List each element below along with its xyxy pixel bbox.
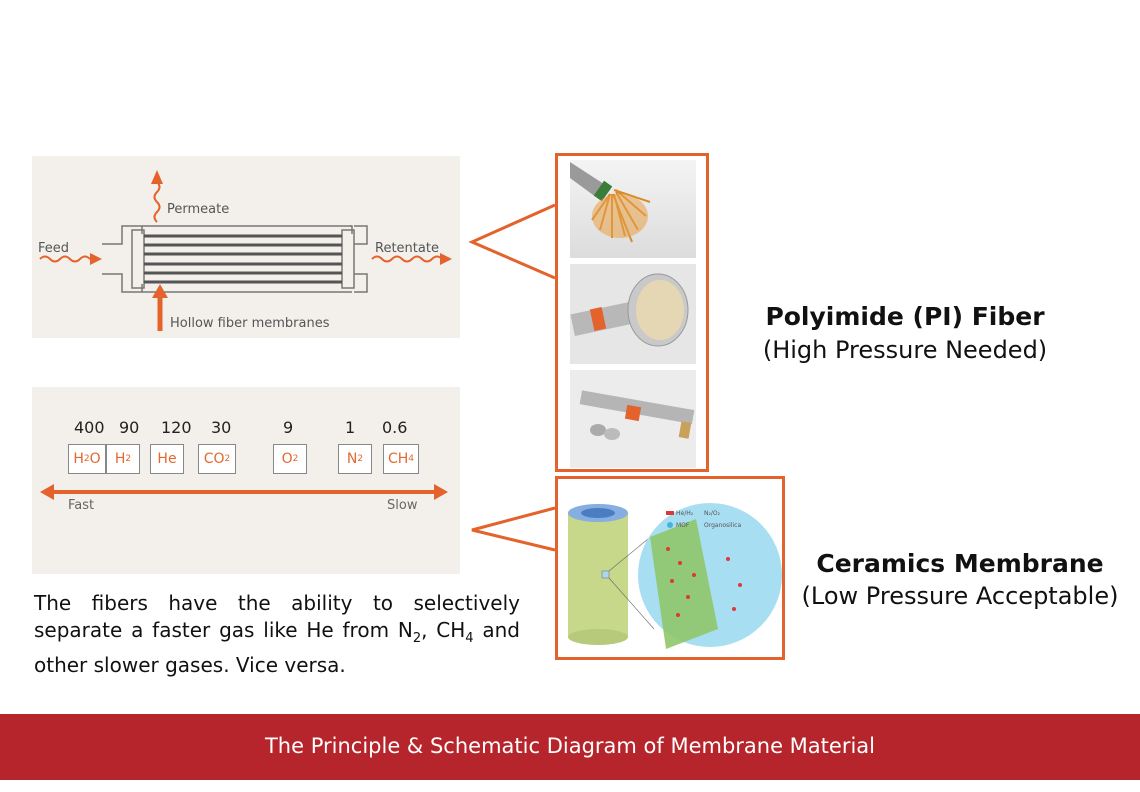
rate-o2: 9 <box>283 418 294 437</box>
ceramics-title: Ceramics Membrane <box>816 549 1104 578</box>
feed-arrowhead <box>90 253 102 265</box>
rate-n2: 1 <box>345 418 356 437</box>
footer-banner: The Principle & Schematic Diagram of Mem… <box>0 714 1140 780</box>
permeate-arrowhead <box>151 170 163 184</box>
footer-caption: The Principle & Schematic Diagram of Mem… <box>264 734 875 758</box>
permeate-wave <box>153 181 161 223</box>
legend-he-h2: He/H₂ <box>676 510 694 517</box>
ceramic-callout <box>471 506 556 552</box>
ceramic-membrane-frame: He/H₂ N₂/O₂ MOF Organosilica <box>555 476 785 660</box>
rate-ch4: 0.6 <box>382 418 408 437</box>
permeate-label: Permeate <box>167 202 229 217</box>
gas-permeation-speed-panel: Fast Slow <box>32 387 460 574</box>
rate-h2: 90 <box>119 418 140 437</box>
hollow-fiber-schematic: Feed Permeate Retentate Hollow fiber mem… <box>32 156 460 338</box>
retentate-arrowhead <box>440 253 452 265</box>
speed-axis: Fast Slow <box>40 484 448 513</box>
retentate-wave <box>371 255 443 263</box>
rate-h2o: 400 <box>74 418 105 437</box>
fiber-bundle-photo <box>570 160 696 258</box>
retentate-label: Retentate <box>375 241 439 256</box>
legend-organosilica: Organosilica <box>704 522 741 529</box>
module-assembly-photo <box>570 370 696 468</box>
hollow-arrowhead <box>152 284 168 298</box>
polyimide-title: Polyimide (PI) Fiber <box>765 302 1045 331</box>
fast-label: Fast <box>68 498 94 513</box>
rate-co2: 30 <box>211 418 232 437</box>
description-text: The fibers have the ability to selective… <box>34 591 520 677</box>
polyimide-subtitle: (High Pressure Needed) <box>762 336 1048 364</box>
hollow-fiber-label: Hollow fiber membranes <box>170 316 330 331</box>
pi-callout <box>468 203 556 280</box>
rate-he: 120 <box>161 418 192 437</box>
feed-wave <box>39 255 91 263</box>
legend-mof: MOF <box>676 522 690 529</box>
feed-label: Feed <box>38 241 69 256</box>
legend-n2-o2: N₂/O₂ <box>704 510 721 517</box>
polyimide-photo-frame <box>555 153 709 472</box>
module-end-photo <box>570 264 696 364</box>
ceramics-subtitle: (Low Pressure Acceptable) <box>801 582 1119 610</box>
gas-box-he: He <box>150 444 184 474</box>
slow-label: Slow <box>387 498 418 513</box>
ceramic-membrane-illustration: He/H₂ N₂/O₂ MOF Organosilica <box>568 503 782 649</box>
schematic-diagram: Feed Permeate Retentate Hollow fiber mem… <box>38 170 452 331</box>
